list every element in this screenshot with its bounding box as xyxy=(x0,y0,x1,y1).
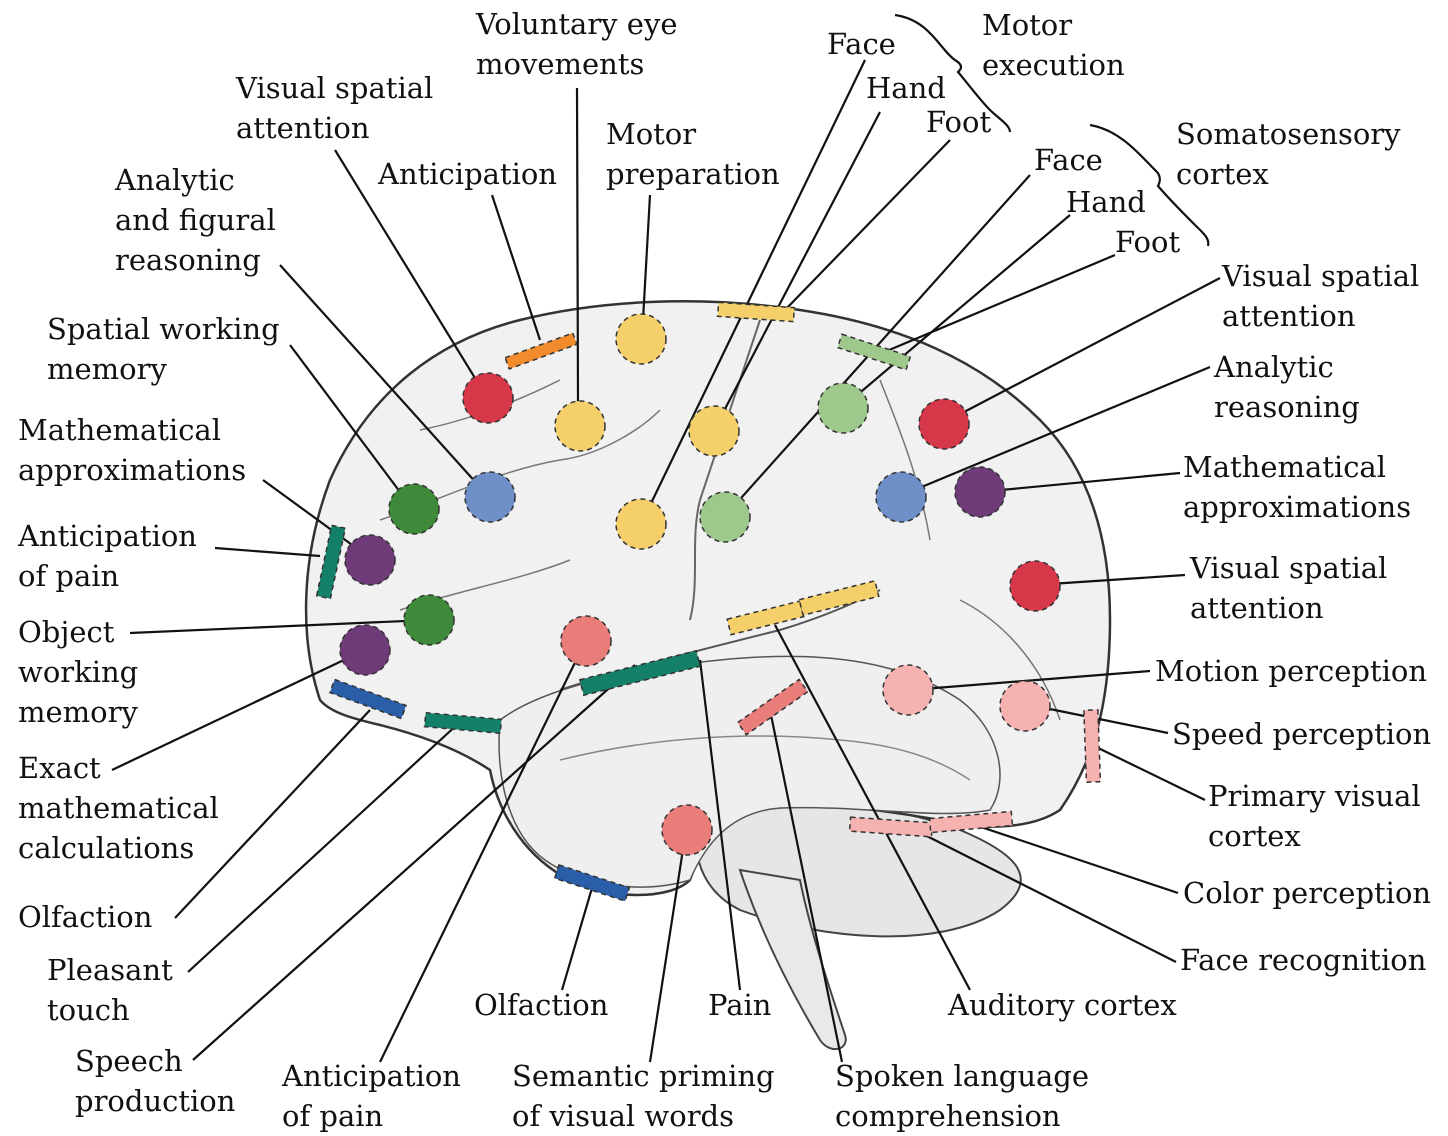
label-analytic-reasoning: Analytic reasoning xyxy=(1214,347,1360,427)
label-speech-production: Speech production xyxy=(75,1041,235,1121)
label-math-approx-left: Mathematical approximations xyxy=(18,410,246,490)
math-approx-right-dot xyxy=(955,467,1005,517)
label-spatial-working: Spatial working memory xyxy=(47,309,280,389)
somato-hand-dot xyxy=(818,383,868,433)
label-somatosensory: Somatosensory cortex xyxy=(1176,114,1401,194)
label-semantic-priming: Semantic priming of visual words xyxy=(512,1056,775,1136)
motor-hand-dot xyxy=(689,406,739,456)
leader-line xyxy=(215,548,320,556)
leader-line xyxy=(577,88,578,404)
label-somato-face: Face xyxy=(1034,140,1103,180)
exact-math-dot xyxy=(340,625,390,675)
label-voluntary-eye: Voluntary eye movements xyxy=(476,4,678,84)
label-auditory-cortex: Auditory cortex xyxy=(948,985,1177,1025)
label-spoken-language: Spoken language comprehension xyxy=(835,1056,1089,1136)
label-anticipation-pain-bottom: Anticipation of pain xyxy=(282,1056,461,1136)
voluntary-eye-dot xyxy=(555,401,605,451)
label-olfaction-left: Olfaction xyxy=(18,897,152,937)
math-approx-left-dot xyxy=(345,535,395,585)
label-color-perception: Color perception xyxy=(1183,873,1431,913)
label-motion-perception: Motion perception xyxy=(1155,651,1427,691)
label-exact-math: Exact mathematical calculations xyxy=(18,748,219,868)
label-visual-spatial-top: Visual spatial attention xyxy=(236,68,433,148)
label-somato-hand: Hand xyxy=(1066,182,1146,222)
leader-line xyxy=(875,255,1115,356)
object-working-dot xyxy=(404,595,454,645)
analytic-figural-dot xyxy=(465,472,515,522)
anticipation-pain-bottom-dot xyxy=(561,616,611,666)
motor-preparation-dot xyxy=(616,314,666,364)
primary-visual-bar xyxy=(1084,710,1101,782)
leader-line xyxy=(785,140,950,310)
motion-perception-dot xyxy=(883,665,933,715)
visual-spatial-right2-dot xyxy=(1010,561,1060,611)
label-pleasant-touch: Pleasant touch xyxy=(47,950,173,1030)
label-motor-execution: Motor execution xyxy=(982,5,1125,85)
label-analytic-figural: Analytic and figural reasoning xyxy=(115,160,276,280)
motor-face-dot xyxy=(616,499,666,549)
visual-spatial-dot xyxy=(463,373,513,423)
label-pain: Pain xyxy=(708,985,771,1025)
label-anticipation-pain-left: Anticipation of pain xyxy=(18,516,197,596)
label-face-recognition: Face recognition xyxy=(1180,940,1426,980)
label-visual-spatial-right1: Visual spatial attention xyxy=(1222,256,1419,336)
leader-line xyxy=(945,278,1220,422)
label-motor-preparation: Motor preparation xyxy=(606,114,780,194)
label-motor-foot: Foot xyxy=(926,102,991,142)
visual-spatial-right1-dot xyxy=(919,399,969,449)
somato-face-dot xyxy=(700,492,750,542)
speed-perception-dot xyxy=(1000,681,1050,731)
label-visual-spatial-right2: Visual spatial attention xyxy=(1190,548,1387,628)
label-speed-perception: Speed perception xyxy=(1172,714,1431,754)
analytic-reasoning-dot xyxy=(876,472,926,522)
spatial-working-dot xyxy=(389,484,439,534)
label-anticipation: Anticipation xyxy=(378,154,557,194)
label-object-working: Object working memory xyxy=(18,612,138,732)
label-olfaction-bottom: Olfaction xyxy=(474,985,608,1025)
semantic-priming-dot xyxy=(662,805,712,855)
label-math-approx-right: Mathematical approximations xyxy=(1183,447,1411,527)
label-somato-foot: Foot xyxy=(1115,222,1180,262)
label-primary-visual: Primary visual cortex xyxy=(1208,776,1421,856)
leader-line xyxy=(562,888,592,990)
label-motor-face: Face xyxy=(827,24,896,64)
leader-line xyxy=(492,195,540,340)
